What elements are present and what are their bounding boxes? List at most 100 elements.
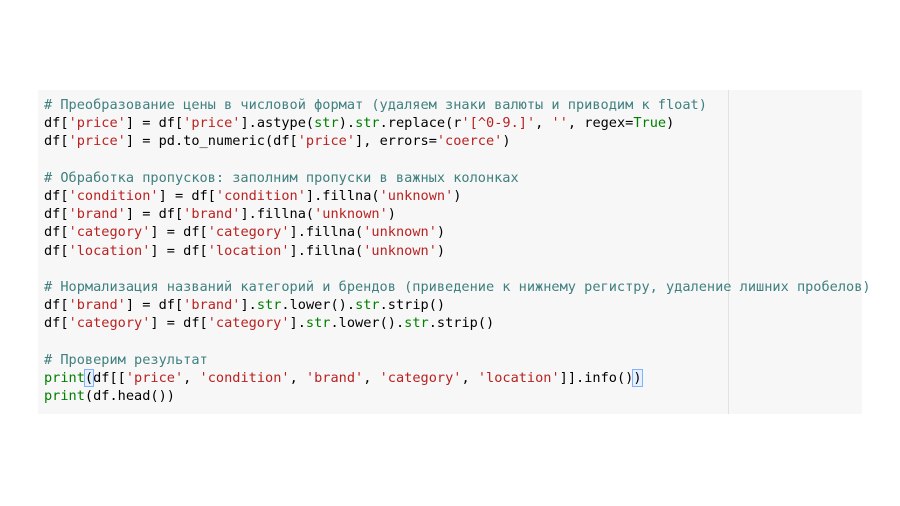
code-line[interactable] bbox=[44, 332, 871, 350]
code-keyword: str bbox=[355, 297, 380, 314]
code-token: ] = df[ bbox=[158, 187, 216, 204]
code-token: ] = df[ bbox=[150, 242, 208, 259]
code-line[interactable]: df['brand'] = df['brand'].str.lower().st… bbox=[44, 296, 871, 314]
code-token: .strip() bbox=[379, 297, 446, 314]
code-line[interactable]: df['brand'] = df['brand'].fillna('unknow… bbox=[44, 205, 871, 223]
code-token: ]. bbox=[240, 297, 257, 314]
code-token: df[ bbox=[44, 297, 69, 314]
code-keyword: str bbox=[305, 315, 331, 332]
code-string: 'category' bbox=[68, 224, 151, 241]
code-line[interactable]: # Обработка пропусков: заполним пропуски… bbox=[44, 169, 871, 187]
code-string: 'price' bbox=[68, 115, 126, 132]
code-keyword: str bbox=[314, 115, 339, 132]
code-token: ] = df[ bbox=[125, 206, 184, 223]
code-token: df[[ bbox=[93, 369, 126, 386]
code-token: ] = df[ bbox=[150, 224, 208, 241]
code-token: df[ bbox=[44, 224, 69, 241]
code-string: 'unknown' bbox=[363, 224, 437, 241]
code-token: ) bbox=[436, 242, 446, 259]
code-keyword: str bbox=[355, 115, 380, 132]
code-line[interactable]: # Нормализация названий категорий и брен… bbox=[44, 278, 871, 296]
code-string: 'condition' bbox=[68, 187, 159, 204]
code-comment: # Обработка пропусков: заполним пропуски… bbox=[44, 169, 519, 186]
code-string: '' bbox=[551, 115, 568, 132]
code-line[interactable]: df['price'] = pd.to_numeric(df['price'],… bbox=[44, 132, 871, 150]
code-token: , bbox=[535, 115, 552, 132]
code-string: 'location' bbox=[207, 242, 290, 259]
code-token: , bbox=[363, 369, 380, 386]
code-token: ] = df[ bbox=[125, 297, 184, 314]
code-string: '[^0-9.]' bbox=[461, 115, 536, 132]
code-comment: # Нормализация названий категорий и брен… bbox=[44, 278, 871, 295]
code-string: 'category' bbox=[207, 224, 290, 241]
code-token: ) bbox=[436, 224, 446, 241]
code-token: ] = df[ bbox=[125, 115, 184, 132]
code-keyword: print bbox=[44, 388, 85, 404]
code-string: 'category' bbox=[207, 315, 290, 332]
code-string: 'brand' bbox=[183, 297, 241, 314]
code-line[interactable]: df['price'] = df['price'].astype(str).st… bbox=[44, 114, 871, 132]
code-token: ].fillna( bbox=[305, 187, 380, 204]
code-line[interactable]: print(df[['price', 'condition', 'brand',… bbox=[44, 368, 871, 387]
code-token: df[ bbox=[44, 242, 69, 259]
code-token: ] = df[ bbox=[150, 315, 208, 332]
code-token: .lower(). bbox=[330, 315, 405, 332]
code-token: ) bbox=[453, 187, 462, 204]
code-token: ].fillna( bbox=[289, 224, 364, 241]
code-string: 'unknown' bbox=[314, 206, 388, 223]
code-token: , bbox=[461, 369, 478, 386]
code-token: ]].info() bbox=[559, 369, 634, 386]
code-token: ) bbox=[666, 115, 675, 132]
code-token: ].fillna( bbox=[240, 206, 315, 223]
code-editor[interactable]: # Преобразование цены в числовой формат … bbox=[44, 96, 871, 405]
code-string: 'brand' bbox=[183, 206, 241, 223]
code-line[interactable]: df['category'] = df['category'].fillna('… bbox=[44, 223, 871, 241]
matched-bracket: ) bbox=[632, 368, 643, 387]
code-string: 'price' bbox=[125, 369, 184, 386]
text-cursor bbox=[641, 368, 643, 385]
code-string: 'location' bbox=[477, 369, 560, 386]
code-comment: # Преобразование цены в числовой формат … bbox=[44, 97, 707, 113]
code-token: df[ bbox=[44, 206, 69, 223]
code-keyword: str bbox=[256, 297, 282, 314]
code-token: (df.head()) bbox=[84, 388, 175, 404]
code-token: df[ bbox=[44, 133, 69, 150]
code-token: ].fillna( bbox=[289, 242, 364, 259]
code-token: ). bbox=[338, 115, 356, 132]
code-comment: # Проверим результат bbox=[44, 351, 208, 368]
code-line[interactable] bbox=[44, 151, 871, 169]
code-token: , bbox=[289, 369, 306, 386]
code-line[interactable]: print(df.head()) bbox=[44, 387, 871, 405]
code-token: ].astype( bbox=[240, 115, 315, 132]
code-string: 'category' bbox=[379, 369, 462, 386]
code-line[interactable]: df['category'] = df['category'].str.lowe… bbox=[44, 314, 871, 332]
code-token: , bbox=[183, 369, 200, 386]
code-token: .lower(). bbox=[281, 297, 356, 314]
code-string: 'condition' bbox=[215, 187, 306, 204]
code-line[interactable]: # Проверим результат bbox=[44, 351, 871, 369]
code-token: ] = pd.to_numeric(df[ bbox=[125, 133, 298, 150]
code-token: df[ bbox=[44, 187, 69, 204]
code-string: 'unknown' bbox=[379, 187, 454, 204]
code-string: 'condition' bbox=[199, 369, 290, 386]
code-token: ) bbox=[387, 206, 396, 223]
code-token: .strip() bbox=[428, 315, 495, 332]
code-string: 'brand' bbox=[68, 297, 126, 314]
code-line[interactable]: # Преобразование цены в числовой формат … bbox=[44, 96, 871, 114]
code-keyword: str bbox=[404, 315, 429, 332]
code-string: 'price' bbox=[297, 133, 356, 150]
code-line[interactable] bbox=[44, 260, 871, 278]
code-string: 'price' bbox=[68, 133, 126, 150]
code-token: , regex= bbox=[567, 115, 634, 132]
code-line[interactable]: df['condition'] = df['condition'].fillna… bbox=[44, 187, 871, 205]
code-token: .replace(r bbox=[379, 115, 462, 132]
code-string: 'unknown' bbox=[363, 242, 437, 259]
code-token: ]. bbox=[289, 315, 306, 332]
code-string: 'location' bbox=[68, 242, 151, 259]
code-token: ) bbox=[502, 133, 511, 150]
code-keyword: True bbox=[633, 115, 667, 132]
code-line[interactable]: df['location'] = df['location'].fillna('… bbox=[44, 242, 871, 260]
code-cell[interactable]: # Преобразование цены в числовой формат … bbox=[38, 90, 871, 414]
code-token: df[ bbox=[44, 115, 69, 132]
code-token: ], errors= bbox=[355, 133, 437, 150]
